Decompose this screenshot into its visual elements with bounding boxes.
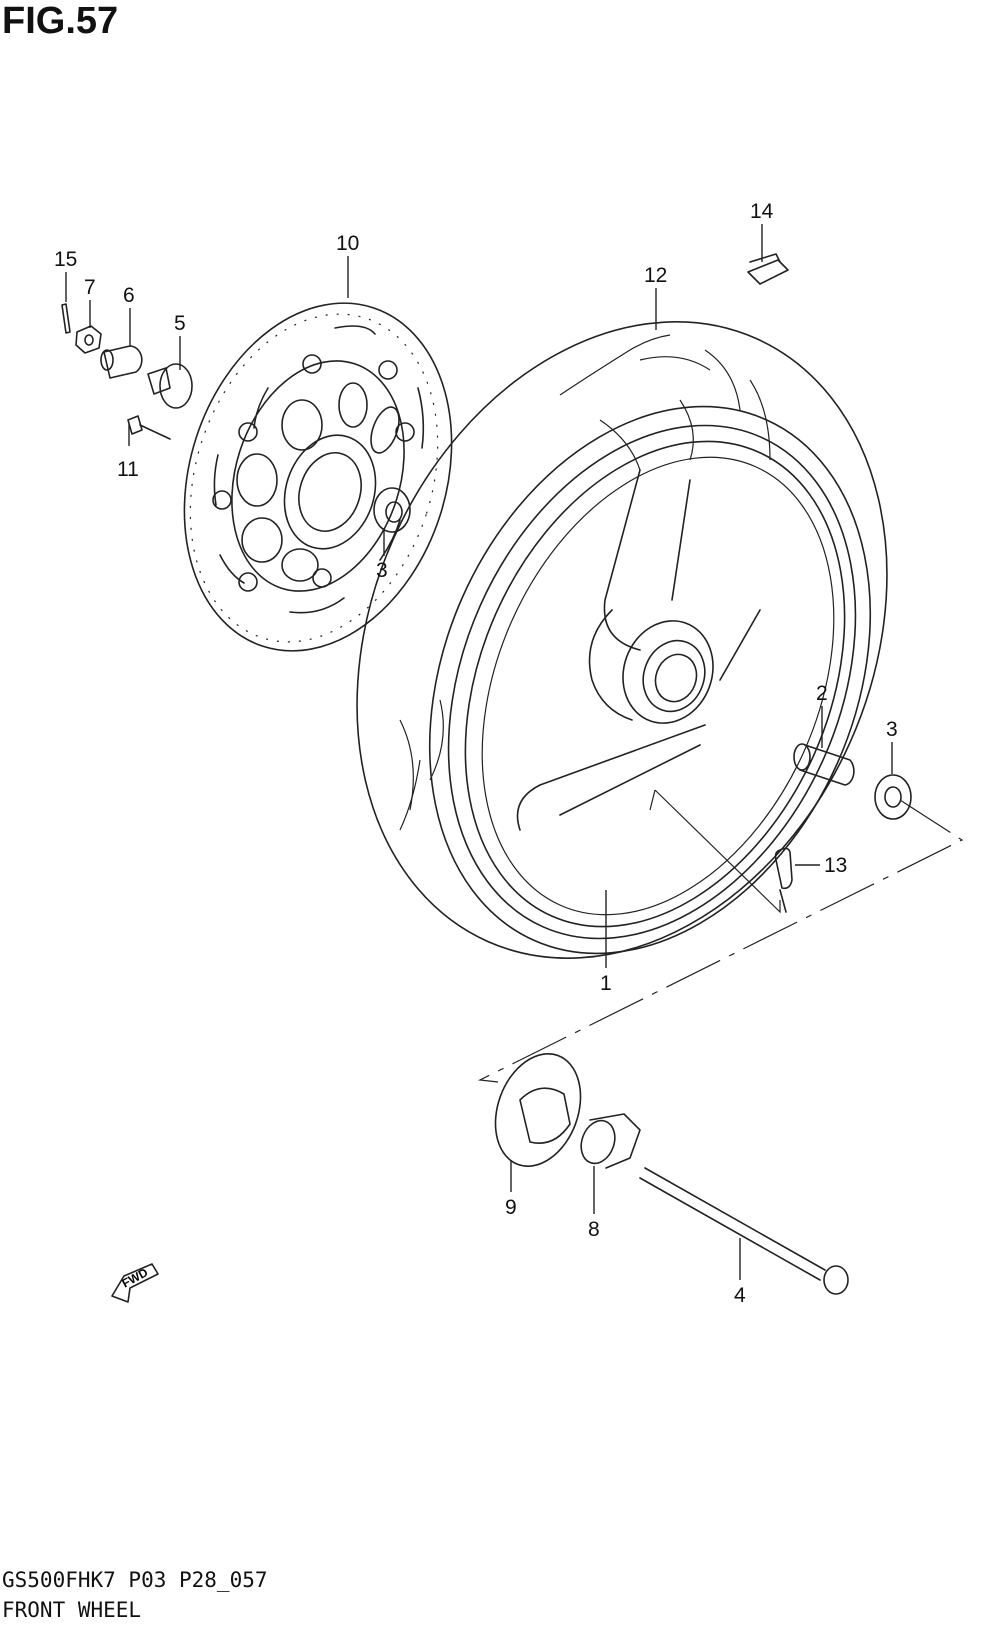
leader-lines [65,224,893,1280]
forward-arrow-icon: FWD [111,1263,159,1303]
callout-numbers: 15 7 6 5 11 10 3 12 14 2 3 13 1 9 8 4 [54,200,898,1307]
speedometer-gearbox [580,1113,641,1169]
disc-bolt [127,415,171,440]
figure-title: FIG.57 [2,0,119,42]
wheel-assembly [356,321,888,959]
callout-11: 11 [117,458,139,481]
figure-name: FRONT WHEEL [2,1598,142,1622]
callout-3-right: 3 [886,718,898,741]
balancer-weight [747,253,789,285]
callout-8: 8 [588,1218,600,1241]
callout-13: 13 [824,854,847,877]
front-axle [639,1167,849,1295]
callout-1: 1 [600,972,612,995]
spacer-collar [100,345,143,379]
callout-6: 6 [123,284,135,307]
stepped-spacer [147,363,193,409]
callout-3-disc: 3 [376,559,388,582]
axle-nut [75,325,102,354]
callout-2: 2 [816,682,828,705]
axle-spacer [793,743,855,786]
callout-15: 15 [54,248,77,271]
callout-4: 4 [734,1284,746,1307]
callout-7: 7 [84,276,96,299]
cotter-pin [61,303,71,334]
wheel-bearing-right [874,774,912,820]
callout-14: 14 [750,200,774,223]
callout-5: 5 [174,312,186,335]
assembly-guide-lines [477,789,964,1083]
fwd-label: FWD [120,1265,151,1290]
tyre-valve [774,847,793,913]
callout-12: 12 [644,264,667,287]
brake-disc [183,302,453,652]
speedometer-drive-plate [494,1053,582,1167]
callout-10: 10 [336,232,359,255]
callout-9: 9 [505,1196,517,1219]
model-code: GS500FHK7 P03 P28_057 [2,1568,268,1592]
